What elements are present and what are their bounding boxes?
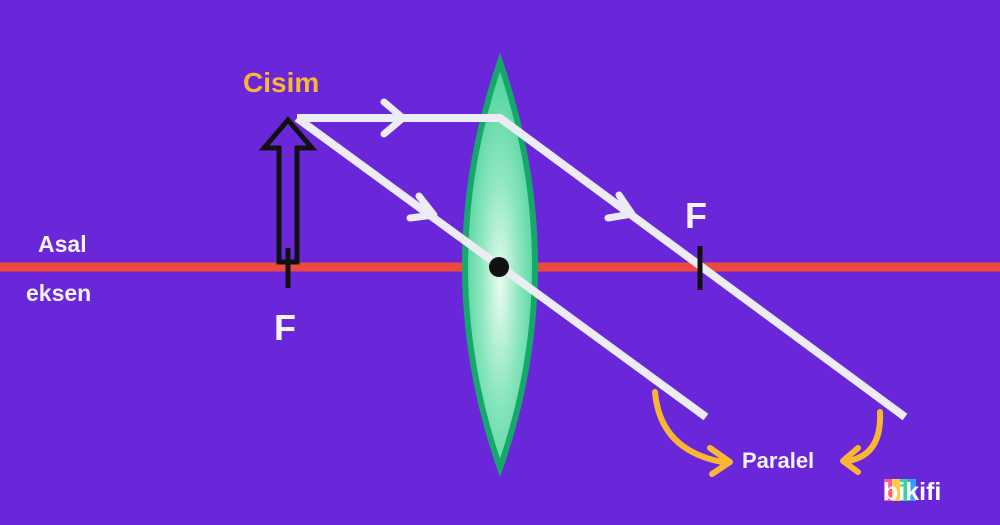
bikifi-logo: bikifi: [883, 478, 941, 506]
optical-center-dot: [489, 257, 509, 277]
ray-direction-chevron-icon: [406, 192, 438, 222]
object-label: Cisim: [243, 67, 319, 98]
parallel-ray: [297, 114, 908, 421]
curved-arrow-icon: [845, 409, 884, 464]
ray-direction-chevron-icon: [380, 98, 407, 138]
hollow-up-arrow-icon: [258, 116, 318, 265]
principal-axis-label-line2: eksen: [26, 280, 91, 306]
parallel-label: Paralel: [742, 448, 814, 473]
curved-arrow-icon-head: [707, 445, 733, 477]
curved-arrow-icon: [652, 389, 725, 465]
focal-point-right-label: F: [685, 195, 707, 236]
curved-arrow-icon-head: [840, 445, 861, 475]
principal-axis-label: Asal: [38, 231, 87, 257]
logo-text: bikifi: [883, 478, 941, 506]
focal-point-left-label: F: [274, 307, 296, 348]
ray-direction-chevron-icon: [604, 191, 636, 222]
